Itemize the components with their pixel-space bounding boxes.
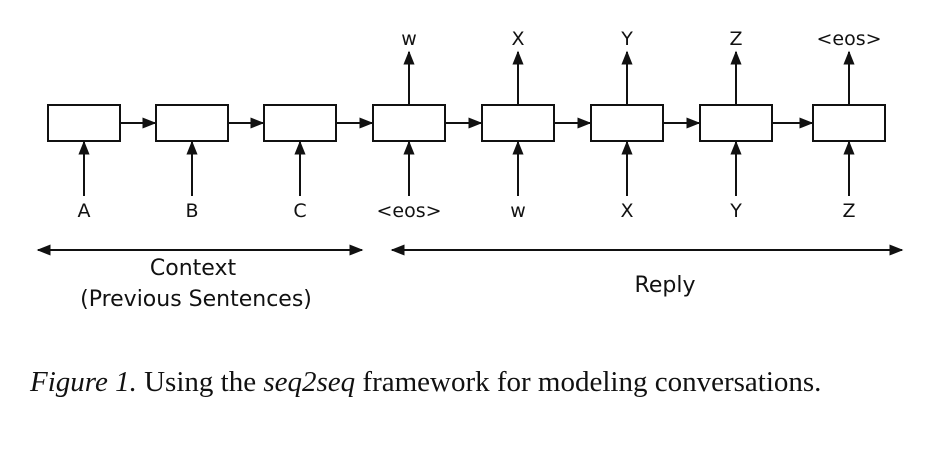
rnn-cell-box (481, 104, 555, 142)
output-token-label: X (511, 28, 524, 50)
input-token-label: <eos> (376, 200, 441, 222)
reply-label: Reply (635, 273, 696, 298)
input-token-label: B (185, 200, 198, 222)
figure-label: Figure 1. (30, 366, 137, 398)
caption-text-after: framework for modeling conversations. (355, 366, 822, 398)
context-label-line2: (Previous Sentences) (80, 287, 312, 312)
context-label-line1: Context (150, 256, 237, 281)
rnn-cell-box (372, 104, 446, 142)
rnn-cell-box (263, 104, 337, 142)
output-token-label: Z (729, 28, 742, 50)
figure-caption: Figure 1. Using the seq2seq framework fo… (30, 362, 910, 402)
input-token-label: Z (842, 200, 855, 222)
rnn-cell-box (812, 104, 886, 142)
output-token-label: w (401, 28, 417, 50)
input-token-label: w (510, 200, 526, 222)
input-token-label: C (293, 200, 306, 222)
output-token-label: <eos> (816, 28, 881, 50)
output-token-label: Y (620, 28, 633, 50)
rnn-cell-box (155, 104, 229, 142)
rnn-cell-box (590, 104, 664, 142)
input-token-label: Y (729, 200, 742, 222)
caption-text-before: Using the (136, 366, 264, 398)
caption-emphasis: seq2seq (263, 366, 356, 398)
rnn-cell-box (699, 104, 773, 142)
input-token-label: A (78, 200, 91, 222)
input-token-label: X (620, 200, 633, 222)
rnn-cell-box (47, 104, 121, 142)
